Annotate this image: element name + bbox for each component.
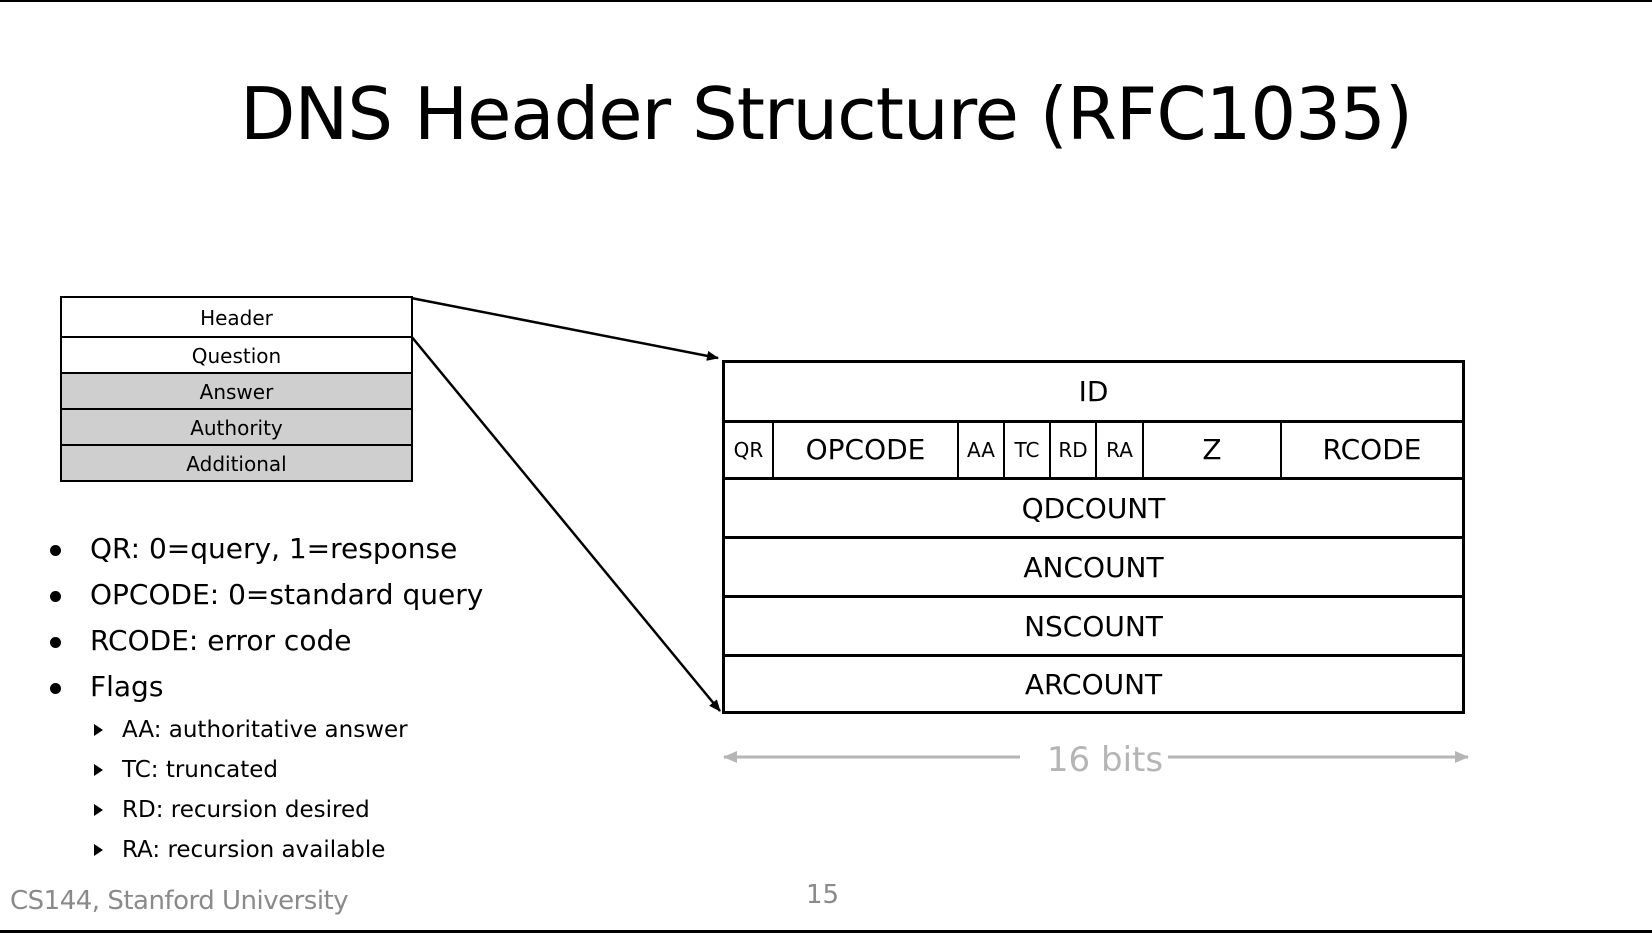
bullet-dot-icon bbox=[50, 683, 61, 694]
sub-bullet-item: TC: truncated bbox=[92, 750, 408, 790]
bottom-border bbox=[0, 930, 1652, 933]
field-rcode: RCODE bbox=[1280, 423, 1462, 477]
field-z: Z bbox=[1142, 423, 1280, 477]
bullet-dot-icon bbox=[50, 591, 61, 602]
field-id: ID bbox=[1078, 375, 1109, 408]
sub-bullet-item: RA: recursion available bbox=[92, 830, 408, 870]
section-authority: Authority bbox=[62, 408, 411, 444]
triangle-bullet-icon bbox=[94, 764, 103, 776]
field-rd: RD bbox=[1049, 423, 1095, 477]
bullet-text: RCODE: error code bbox=[90, 624, 352, 657]
footer-course: CS144, Stanford University bbox=[10, 886, 349, 916]
section-header: Header bbox=[200, 306, 273, 330]
field-tc: TC bbox=[1003, 423, 1049, 477]
bullet-dot-icon bbox=[50, 545, 61, 556]
field-qr: QR bbox=[733, 438, 764, 462]
section-answer: Answer bbox=[62, 372, 411, 408]
bits-label: 16 bits bbox=[1046, 740, 1164, 780]
sub-bullet-text: TC: truncated bbox=[122, 757, 278, 783]
bullet-text: OPCODE: 0=standard query bbox=[90, 578, 484, 611]
sub-bullet-text: RA: recursion available bbox=[122, 837, 386, 863]
field-aa: AA bbox=[957, 423, 1003, 477]
sub-bullet-item: RD: recursion desired bbox=[92, 790, 408, 830]
bullet-item: RCODE: error code bbox=[44, 618, 483, 664]
message-sections: Header Question Answer Authority Additio… bbox=[60, 296, 413, 482]
arrow-header-to-grid-bottom bbox=[410, 335, 721, 712]
field-ancount: ANCOUNT bbox=[725, 536, 1462, 595]
top-border bbox=[0, 0, 1652, 2]
triangle-bullet-icon bbox=[94, 724, 103, 736]
field-notes: QR: 0=query, 1=response OPCODE: 0=standa… bbox=[44, 526, 483, 710]
slide-title: DNS Header Structure (RFC1035) bbox=[240, 72, 1413, 156]
field-ra: RA bbox=[1095, 423, 1142, 477]
bullet-item: QR: 0=query, 1=response bbox=[44, 526, 483, 572]
header-field-grid: ID QR OPCODE AA TC RD RA Z RCODE QDCOUNT… bbox=[722, 360, 1465, 714]
field-opcode: OPCODE bbox=[772, 423, 957, 477]
field-nscount: NSCOUNT bbox=[725, 595, 1462, 654]
section-additional: Additional bbox=[62, 444, 411, 480]
arrow-header-to-grid-top bbox=[410, 296, 719, 361]
sub-bullet-text: RD: recursion desired bbox=[122, 797, 370, 823]
triangle-bullet-icon bbox=[94, 804, 103, 816]
section-question: Question bbox=[62, 336, 411, 372]
bullet-item: Flags bbox=[44, 664, 483, 710]
bullet-text: Flags bbox=[90, 670, 164, 703]
flag-notes: AA: authoritative answer TC: truncated R… bbox=[92, 710, 408, 870]
flags-row: QR OPCODE AA TC RD RA Z RCODE bbox=[725, 420, 1462, 477]
sub-bullet-text: AA: authoritative answer bbox=[122, 717, 408, 743]
sub-bullet-item: AA: authoritative answer bbox=[92, 710, 408, 750]
bullet-item: OPCODE: 0=standard query bbox=[44, 572, 483, 618]
page-number: 15 bbox=[806, 880, 840, 910]
triangle-bullet-icon bbox=[94, 844, 103, 856]
bullet-text: QR: 0=query, 1=response bbox=[90, 532, 458, 565]
bullet-dot-icon bbox=[50, 637, 61, 648]
field-qdcount: QDCOUNT bbox=[725, 477, 1462, 536]
field-arcount: ARCOUNT bbox=[725, 654, 1462, 711]
